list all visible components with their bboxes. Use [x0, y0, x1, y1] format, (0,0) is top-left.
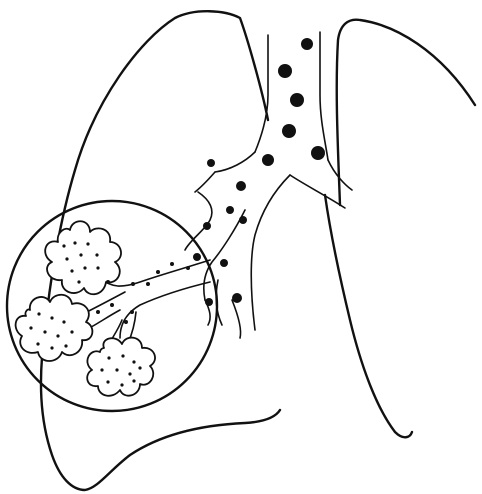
left-bronchus-branch-b [195, 172, 215, 192]
particle-dot [262, 154, 274, 166]
particle-dot [282, 124, 296, 138]
particle-dot [73, 241, 76, 244]
particle-dot [239, 216, 247, 224]
particle-dot [29, 326, 32, 329]
particle-dot [301, 38, 313, 50]
particle-dot [128, 372, 131, 375]
particle-dot [110, 303, 114, 307]
particle-dot [65, 257, 68, 260]
particle-dot [146, 282, 150, 286]
particle-dot [120, 383, 123, 386]
particle-dot [121, 354, 124, 357]
particle-dot [138, 366, 141, 369]
particle-dot [96, 266, 99, 269]
particle-dot [83, 266, 86, 269]
particle-dot [95, 253, 98, 256]
trachea-right-wall [320, 32, 328, 160]
particle-dot [290, 93, 304, 107]
right-lung-lower-outline [325, 195, 412, 437]
left-bronchus-branch-c [185, 192, 212, 250]
particle-dot [79, 253, 82, 256]
right-bronchus-lower [290, 175, 345, 208]
left-bronchus-branch-a [251, 175, 290, 330]
particle-dot [62, 244, 65, 247]
particle-dot [86, 242, 89, 245]
particle-dot [124, 320, 128, 324]
left-bronchus-outer [215, 152, 255, 172]
particle-dot [278, 64, 292, 78]
particle-dot [43, 330, 46, 333]
particle-dot [193, 253, 201, 261]
particle-dot [130, 310, 134, 314]
particle-dot [186, 266, 190, 270]
particle-dot [115, 368, 118, 371]
particle-dot [226, 206, 234, 214]
alveolar-cluster-lower [87, 338, 155, 396]
particle-dot [50, 316, 53, 319]
particle-dot [132, 379, 135, 382]
particle-dot [36, 342, 39, 345]
particle-dot [106, 280, 110, 284]
particle-dot [107, 356, 110, 359]
particle-dot [70, 269, 73, 272]
particle-dot [236, 181, 246, 191]
particle-dot [132, 360, 135, 363]
particle-dot [50, 346, 53, 349]
particle-dot [156, 270, 160, 274]
particle-dot [77, 280, 80, 283]
particle-dot [205, 298, 213, 306]
particle-dot [232, 293, 242, 303]
particle-dot [311, 146, 325, 160]
particle-dot [131, 282, 135, 286]
particle-dot [170, 262, 174, 266]
particle-dot [62, 320, 65, 323]
particle-dot [203, 222, 211, 230]
particle-dot [56, 334, 59, 337]
particle-dot [106, 380, 109, 383]
right-lung-outline [337, 20, 475, 205]
particle-dot [70, 330, 73, 333]
particle-dot [207, 159, 215, 167]
particle-dot [96, 310, 100, 314]
particle-dot [64, 344, 67, 347]
alveolar-cluster-left [16, 295, 93, 361]
particle-dot [220, 259, 228, 267]
left-bronchus-branch-f [232, 300, 241, 338]
particle-dot [100, 368, 103, 371]
particle-dot [37, 312, 40, 315]
